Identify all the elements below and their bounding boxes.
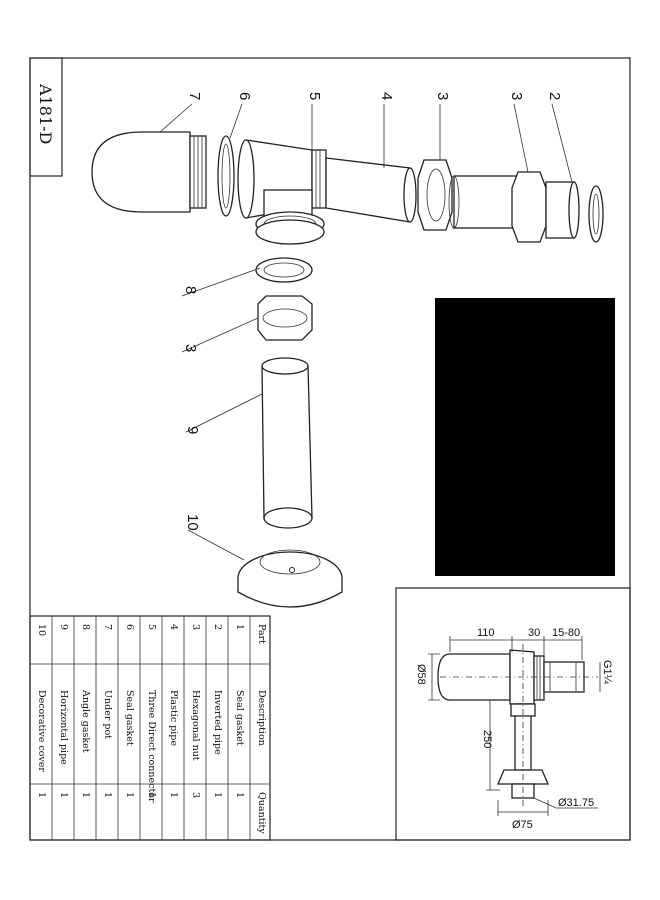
callout-6: 6 bbox=[236, 92, 253, 100]
table-cell-part: 2 bbox=[212, 624, 223, 630]
callout-5: 5 bbox=[306, 92, 323, 100]
part-hex-nut-c bbox=[257, 295, 313, 341]
table-header-quantity: Quantity bbox=[256, 792, 267, 834]
part-three-direct-connector bbox=[237, 139, 327, 245]
table-cell-part: 5 bbox=[146, 624, 157, 630]
model-code-box: A181-D bbox=[29, 57, 63, 177]
dimension-drawing bbox=[395, 587, 631, 841]
table-cell-quantity: 1 bbox=[124, 792, 135, 798]
table-cell-part: 1 bbox=[234, 624, 245, 630]
table-cell-description: Three Direct connector bbox=[146, 690, 157, 803]
table-cell-part: 3 bbox=[190, 624, 201, 630]
callout-3c: 3 bbox=[182, 344, 199, 352]
table-cell-quantity: 3 bbox=[190, 792, 201, 798]
dim-d58: Ø58 bbox=[415, 664, 427, 685]
callout-leaders bbox=[159, 103, 573, 561]
dim-30: 30 bbox=[528, 627, 540, 639]
callout-3b: 3 bbox=[508, 92, 525, 100]
callout-8: 8 bbox=[182, 286, 199, 294]
table-cell-description: Decorative cover bbox=[36, 690, 47, 772]
table-cell-part: 9 bbox=[58, 624, 69, 630]
table-cell-quantity: 1 bbox=[58, 792, 69, 798]
dim-d75: Ø75 bbox=[512, 819, 533, 831]
table-cell-description: Horizontal pipe bbox=[58, 690, 69, 765]
part-inverted-pipe bbox=[448, 175, 523, 229]
table-cell-quantity: 1 bbox=[168, 792, 179, 798]
table-cell-part: 4 bbox=[168, 624, 179, 630]
table-cell-quantity: 1 bbox=[234, 792, 245, 798]
dimension-labels: 110 30 15-80 G1¼ Ø58 250 Ø31.75 Ø75 bbox=[415, 627, 613, 831]
table-cell-description: Angle gasket bbox=[80, 689, 91, 753]
part-seal-gasket-6 bbox=[217, 135, 235, 217]
dim-15-80: 15-80 bbox=[552, 627, 580, 639]
table-header-part: Part bbox=[256, 624, 267, 644]
part-decorative-cover bbox=[237, 549, 343, 608]
redacted-block bbox=[435, 298, 615, 576]
part-plastic-pipe bbox=[325, 157, 417, 223]
sheet-border bbox=[29, 57, 631, 841]
dim-250: 250 bbox=[481, 730, 493, 748]
dim-110: 110 bbox=[477, 627, 495, 639]
table-cell-description: Under pot bbox=[102, 690, 113, 739]
table-cell-description: Hexagonal nut bbox=[190, 690, 201, 761]
callout-10: 10 bbox=[184, 514, 201, 531]
part-horizontal-pipe bbox=[261, 357, 313, 529]
table-cell-quantity: 1 bbox=[80, 792, 91, 798]
callout-3a: 3 bbox=[434, 92, 451, 100]
table-cell-part: 8 bbox=[80, 624, 91, 630]
part-under-pot bbox=[91, 131, 207, 213]
table-cell-quantity: 1 bbox=[212, 792, 223, 798]
dim-g114: G1¼ bbox=[601, 660, 613, 685]
table-cell-description: Plastic pipe bbox=[168, 690, 179, 746]
table-header-description: Description bbox=[256, 690, 267, 746]
part-hex-nut-b bbox=[511, 171, 547, 243]
exploded-view bbox=[91, 103, 604, 608]
dim-d3175: Ø31.75 bbox=[558, 797, 594, 809]
table-cell-quantity: 1 bbox=[146, 792, 157, 798]
table-cell-description: Seal gasket bbox=[124, 690, 135, 746]
callout-numbers: 7 6 5 4 3 3 2 8 3 9 10 bbox=[182, 92, 563, 531]
part-seal-gasket-1 bbox=[588, 185, 604, 243]
table-cell-description: Inverted pipe bbox=[212, 690, 223, 755]
callout-2: 2 bbox=[546, 92, 563, 100]
table-cell-quantity: 1 bbox=[102, 792, 113, 798]
table-cell-description: Seal gasket bbox=[234, 690, 245, 746]
table-cell-part: 7 bbox=[102, 624, 113, 630]
model-code: A181-D bbox=[36, 83, 55, 144]
part-pipe-stub bbox=[545, 181, 580, 239]
table-cell-part: 6 bbox=[124, 624, 135, 630]
callout-4: 4 bbox=[378, 92, 395, 100]
table-cell-part: 10 bbox=[36, 624, 47, 636]
callout-7: 7 bbox=[186, 92, 203, 100]
table-cell-quantity: 1 bbox=[36, 792, 47, 798]
part-hex-nut-a bbox=[417, 159, 453, 231]
callout-9: 9 bbox=[184, 426, 201, 434]
parts-table bbox=[29, 615, 271, 841]
part-angle-gasket bbox=[255, 257, 313, 283]
